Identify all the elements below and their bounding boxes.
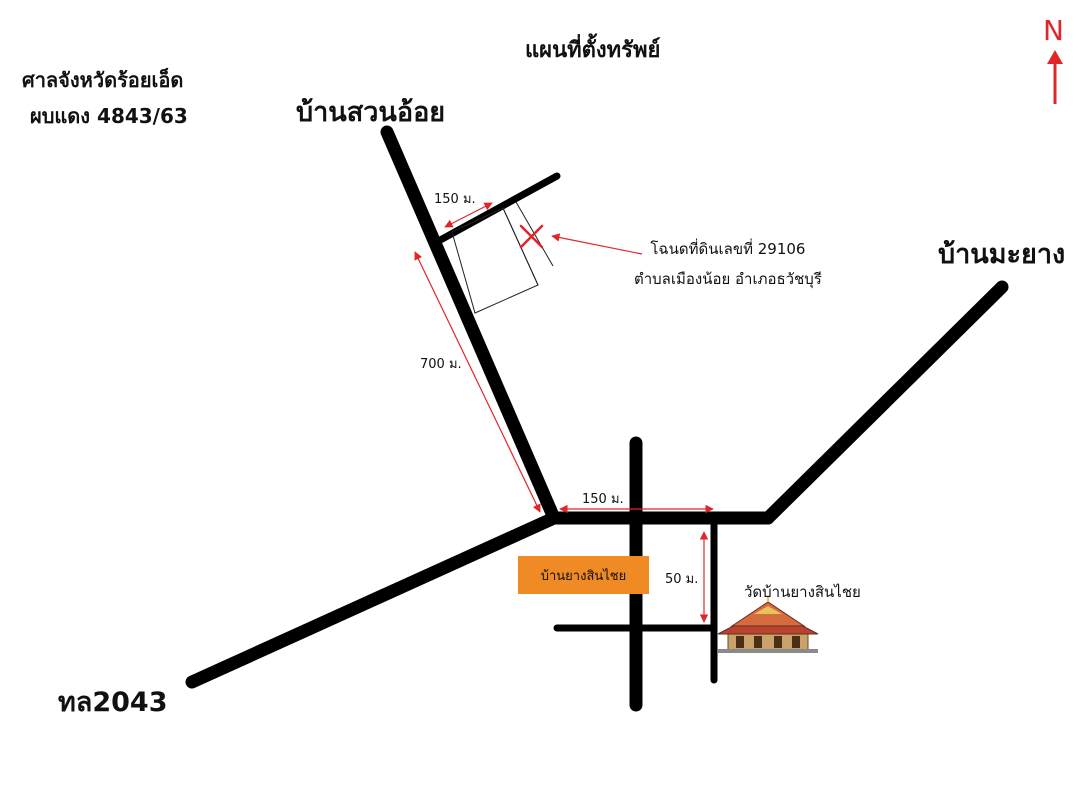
north-label: N xyxy=(1043,14,1064,47)
village-box-yang-sin-chai: บ้านยางสินไชย xyxy=(518,556,649,594)
roads xyxy=(185,125,1009,712)
distance-label-east: 150 ม. xyxy=(582,492,624,507)
court-info: ศาลจังหวัดร้อยเอ็ด ผบแดง 4843/63 xyxy=(22,62,188,134)
north-arrow xyxy=(1047,50,1063,104)
distance-label-temple: 50 ม. xyxy=(665,572,699,587)
map-title: แผนที่ตั้งทรัพย์ xyxy=(525,38,661,63)
court-name: ศาลจังหวัดร้อยเอ็ด xyxy=(22,68,184,92)
deed-info: โฉนดที่ดินเลขที่ 29106 ตำบลเมืองน้อย อำเ… xyxy=(634,234,822,294)
road-branch-to-land xyxy=(429,172,561,248)
temple-icon xyxy=(717,596,819,653)
distance-arrows xyxy=(414,202,714,623)
deed-location: ตำบลเมืองน้อย อำเภอธวัชบุรี xyxy=(634,270,822,288)
road-tl2043 xyxy=(185,511,561,689)
deed-pointer xyxy=(551,233,643,255)
temple-name: วัดบ้านยางสินไชย xyxy=(744,583,861,601)
land-x-mark xyxy=(519,224,544,249)
distance-label-main: 700 ม. xyxy=(420,357,462,372)
dim-150-branch xyxy=(444,202,493,228)
village-label-suan-oi: บ้านสวนอ้อย xyxy=(296,97,446,128)
road-label: ทล2043 xyxy=(58,687,168,718)
road-to-ma-yang xyxy=(761,280,1009,525)
village-label-ma-yang: บ้านมะยาง xyxy=(938,239,1066,270)
land-plot xyxy=(451,201,554,314)
village-label-yang-sin-chai: บ้านยางสินไชย xyxy=(540,568,627,584)
case-number: ผบแดง 4843/63 xyxy=(30,104,188,128)
dim-700 xyxy=(414,251,541,513)
distance-label-branch: 150 ม. xyxy=(434,192,476,207)
deed-number: โฉนดที่ดินเลขที่ 29106 xyxy=(650,240,806,258)
